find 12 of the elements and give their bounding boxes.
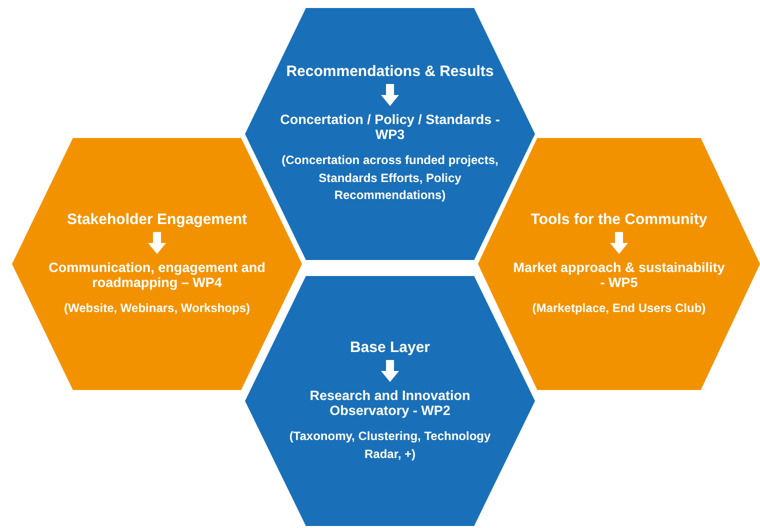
description-text: (Website, Webinars, Workshops)	[64, 300, 250, 317]
work-package-text: Communication, engagement and roadmapping – WP4	[48, 260, 266, 290]
work-package-text: Market approach & sustainability - WP5	[512, 260, 726, 290]
heading-text: Base Layer	[350, 339, 430, 356]
work-package-text: Concertation / Policy / Standards - WP3	[280, 112, 500, 142]
heading-text: Tools for the Community	[530, 210, 708, 228]
description-text: (Marketplace, End Users Club)	[532, 300, 706, 317]
heading-text: Recommendations & Results	[286, 63, 494, 80]
heading-text: Stakeholder Engagement	[66, 210, 248, 228]
description-text: (Concertation across funded projects, Standards Efforts, Policy Recommendations)	[280, 152, 500, 204]
description-text: (Taxonomy, Clustering, Technology Radar, +)	[288, 428, 492, 462]
work-package-text: Research and Innovation Observatory - WP2	[308, 388, 472, 418]
